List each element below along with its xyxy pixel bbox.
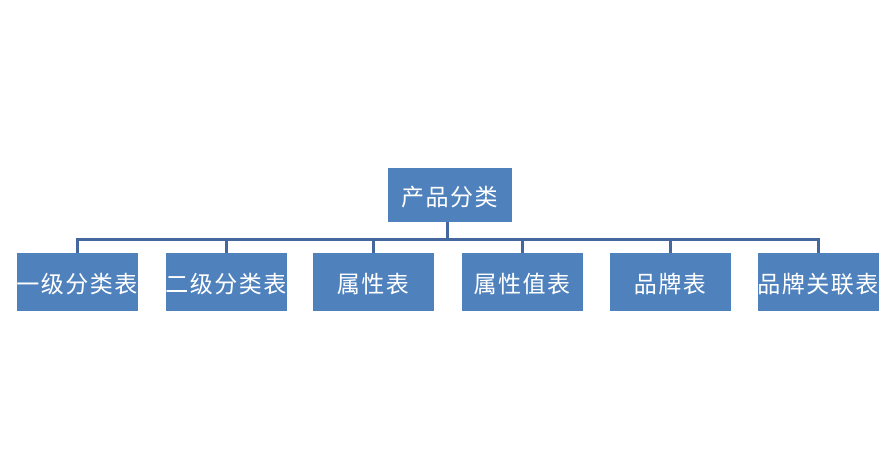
root-node: 产品分类: [388, 168, 512, 222]
child-node-label: 二级分类表: [165, 272, 288, 297]
root-node-label: 产品分类: [401, 185, 499, 210]
child-node-level1-category-table: 一级分类表: [16, 253, 139, 311]
child-node-label: 属性值表: [473, 272, 572, 297]
child-node-brand-association-table: 品牌关联表: [757, 253, 880, 311]
child-node-attribute-table: 属性表: [313, 253, 434, 311]
child-node-attribute-value-table: 属性值表: [462, 253, 583, 311]
child-node-level2-category-table: 二级分类表: [165, 253, 288, 311]
connector-drop: [669, 238, 672, 253]
child-node-label: 品牌表: [633, 272, 708, 297]
connector-drop: [817, 238, 820, 253]
connector-horizontal: [76, 238, 820, 241]
connector-drop: [521, 238, 524, 253]
connector-drop: [372, 238, 375, 253]
connector-root-stub: [446, 222, 449, 241]
child-node-brand-table: 品牌表: [610, 253, 731, 311]
child-node-label: 一级分类表: [16, 272, 139, 297]
connector-drop: [76, 238, 79, 253]
child-node-label: 属性表: [336, 272, 411, 297]
child-node-label: 品牌关联表: [757, 272, 880, 297]
connector-drop: [225, 238, 228, 253]
